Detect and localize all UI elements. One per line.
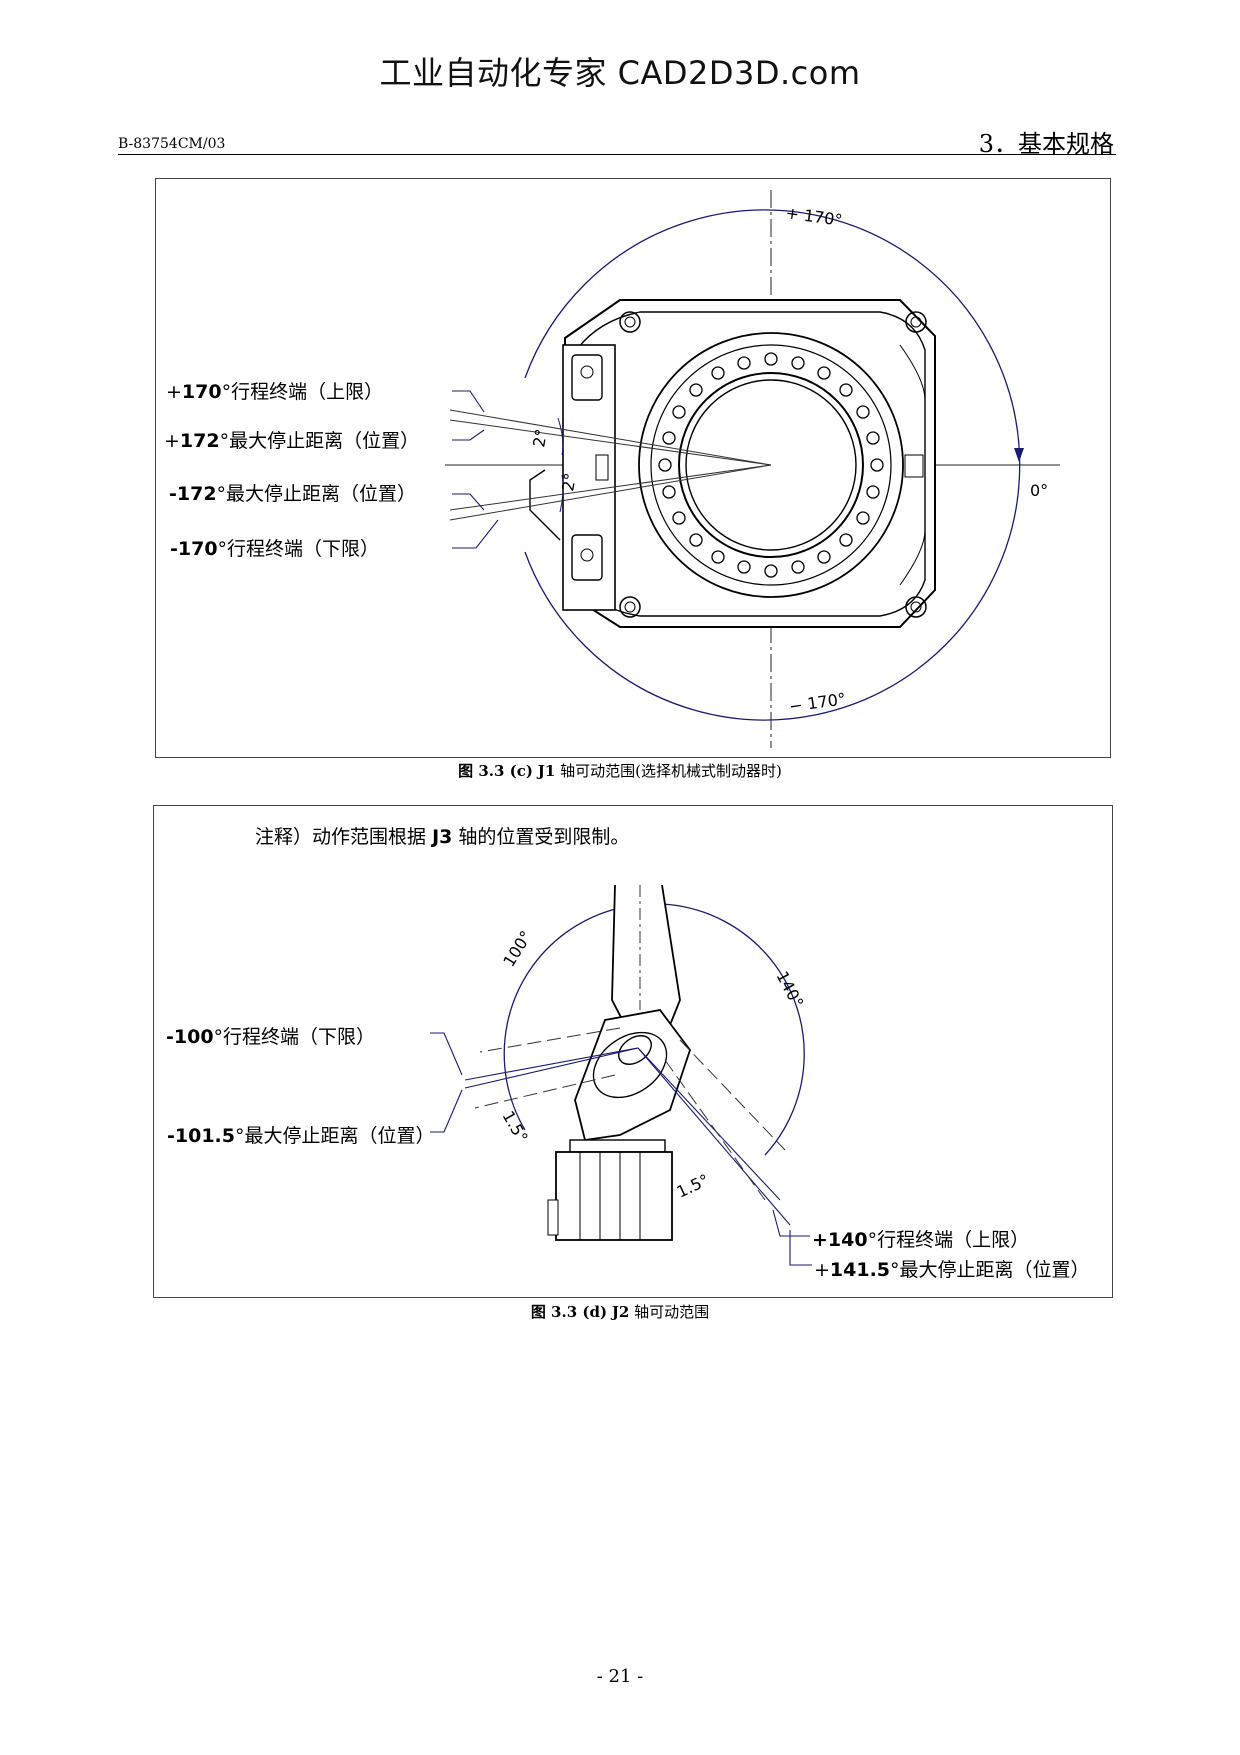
j2-label-lower-stroke-end: -100°行程终端（下限） — [166, 1026, 376, 1048]
figure-j2-note: 注释）动作范围根据 J3 轴的位置受到限制。 — [255, 826, 630, 848]
j2-label-lower-max-stop: -101.5°最大停止距离（位置） — [167, 1125, 435, 1147]
j2-label-upper-max-stop: +141.5°最大停止距离（位置） — [814, 1259, 1090, 1281]
j1-label-upper-stroke-end: +170°行程终端（上限） — [166, 381, 384, 403]
figure-j1-frame — [155, 178, 1111, 758]
figure-j1-caption: 图 3.3 (c) J1 轴可动范围(选择机械式制动器时) — [458, 762, 782, 780]
j1-label-upper-max-stop: +172°最大停止距离（位置） — [164, 430, 420, 452]
j1-label-lower-stroke-end: -170°行程终端（下限） — [170, 538, 380, 560]
page-number: - 21 - — [596, 1666, 644, 1687]
header-rule — [118, 154, 1116, 155]
j1-label-lower-max-stop: -172°最大停止距离（位置） — [169, 483, 417, 505]
watermark-text: 工业自动化专家 CAD2D3D.com — [379, 54, 861, 92]
j2-label-upper-stroke-end: +140°行程终端（上限） — [812, 1229, 1030, 1251]
chapter-title: 3．基本规格 — [978, 130, 1114, 158]
document-id: B-83754CM/03 — [118, 136, 226, 152]
figure-j2-caption: 图 3.3 (d) J2 轴可动范围 — [530, 1303, 710, 1321]
